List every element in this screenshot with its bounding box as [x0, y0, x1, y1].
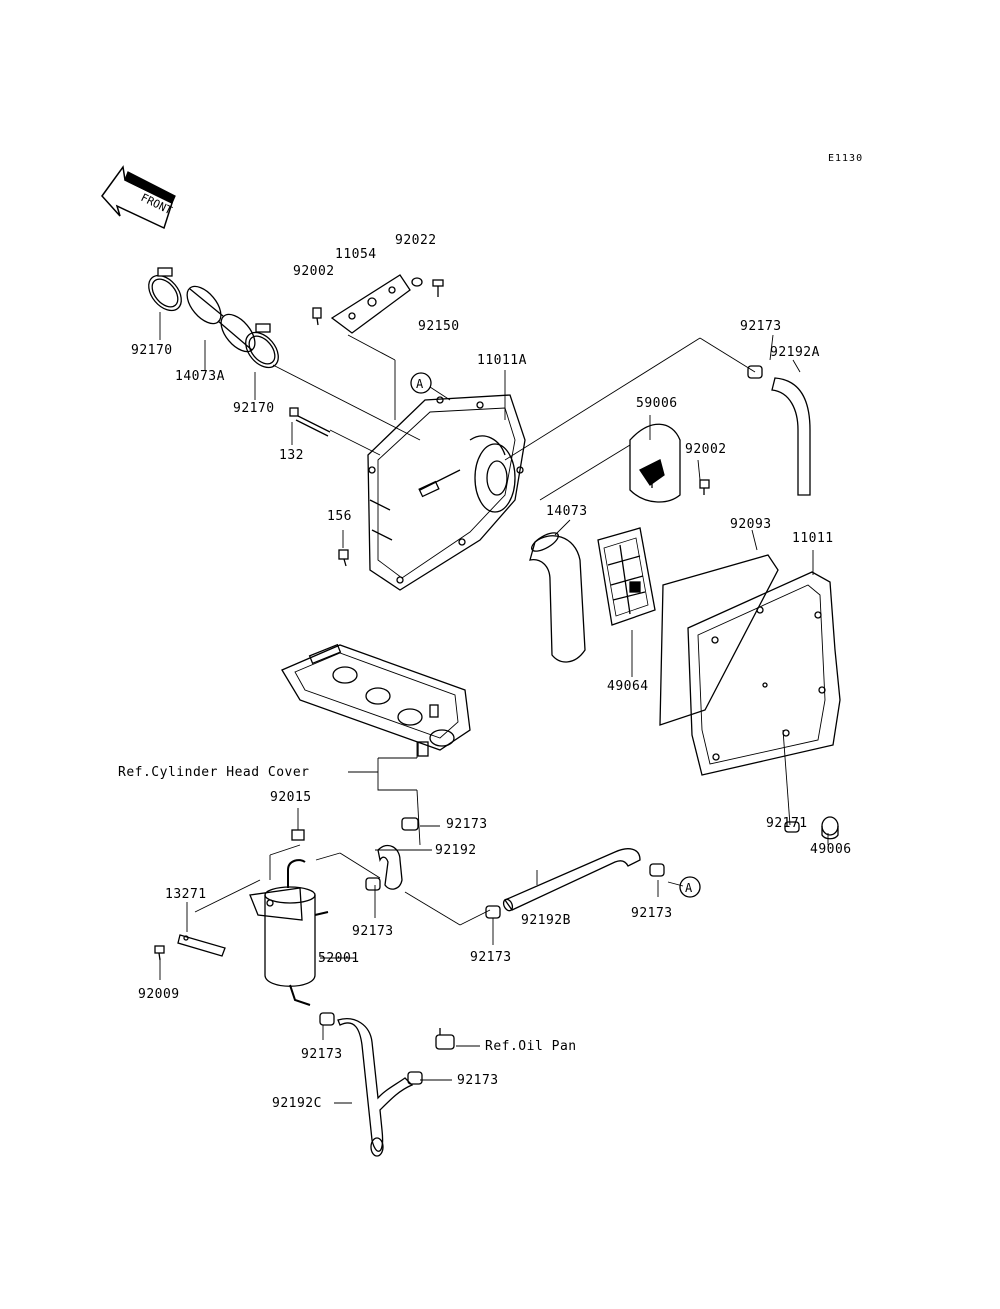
hose-92192b [502, 848, 641, 912]
duct-14073 [529, 532, 586, 663]
clamp-92173-d [649, 863, 665, 877]
label-92170-top: 92170 [131, 343, 173, 358]
clamp-92173-top [747, 365, 763, 379]
label-92173-c: 92173 [470, 950, 512, 965]
label-49006: 49006 [810, 842, 852, 857]
label-92170-mid: 92170 [233, 401, 275, 416]
separator-tank-52001 [249, 859, 329, 1006]
label-14073: 14073 [546, 504, 588, 519]
label-92002-right: 92002 [685, 442, 727, 457]
leader-lines [159, 312, 829, 1104]
svg-text:A: A [416, 377, 424, 391]
fitting-92015 [291, 829, 305, 841]
bracket-13271 [177, 934, 226, 957]
clamp-92173-f [407, 1071, 423, 1085]
washer-92022 [411, 277, 423, 287]
label-92173-f: 92173 [457, 1073, 499, 1088]
screw-92009 [154, 945, 165, 961]
label-92150: 92150 [418, 319, 460, 334]
label-ref-oil-pan: Ref.Oil Pan [485, 1039, 577, 1054]
ref-a-marker-bottom: A [679, 876, 701, 898]
label-13271: 13271 [165, 887, 207, 902]
front-arrow-icon: FRONT [101, 165, 176, 230]
label-92192c: 92192C [272, 1096, 322, 1111]
clamp-92173-e [319, 1012, 335, 1026]
label-92015: 92015 [270, 790, 312, 805]
label-92173-e: 92173 [301, 1047, 343, 1062]
label-14073a: 14073A [175, 369, 225, 384]
clamp-92171 [784, 821, 800, 833]
hose-92192a [771, 377, 811, 496]
diagram-code: E1130 [828, 153, 864, 164]
airbox-cover-11011 [687, 571, 841, 776]
duct-14073a [186, 285, 256, 353]
ref-a-marker-top: A [410, 372, 432, 394]
bolt-92002-right [699, 479, 710, 495]
label-11011: 11011 [792, 531, 834, 546]
label-ref-cylinder-head-cover: Ref.Cylinder Head Cover [118, 765, 310, 780]
label-132: 132 [279, 448, 304, 463]
fitting-cylinder-head [417, 741, 429, 757]
svg-text:A: A [685, 881, 693, 895]
clamp-92173-c [485, 905, 501, 919]
label-92173-b: 92173 [352, 924, 394, 939]
label-92192: 92192 [435, 843, 477, 858]
fitting-oil-pan [435, 1028, 455, 1050]
bolt-92002-top [312, 307, 322, 326]
label-92173-top: 92173 [740, 319, 782, 334]
gasket-92093 [659, 554, 779, 726]
label-92171: 92171 [766, 816, 808, 831]
label-92002-top: 92002 [293, 264, 335, 279]
label-52001: 52001 [318, 951, 360, 966]
cylinder-head-cover [281, 643, 471, 751]
cap-49006 [821, 816, 839, 840]
clamp-92170-top [148, 267, 182, 312]
label-92022: 92022 [395, 233, 437, 248]
filter-element-49064 [597, 527, 656, 626]
hose-92192 [377, 844, 403, 890]
hose-92192c [337, 1018, 414, 1157]
clamp-92173-a [401, 817, 419, 831]
label-156: 156 [327, 509, 352, 524]
label-92173-d: 92173 [631, 906, 673, 921]
screw-92150 [432, 279, 444, 297]
bolt-132 [289, 407, 331, 437]
label-92009: 92009 [138, 987, 180, 1002]
label-11054: 11054 [335, 247, 377, 262]
clamp-92170-mid [245, 323, 279, 369]
bolt-156 [338, 549, 349, 567]
label-92093: 92093 [730, 517, 772, 532]
airbox-housing-11011a [367, 394, 526, 591]
label-92173-a: 92173 [446, 817, 488, 832]
label-92192a: 92192A [770, 345, 820, 360]
label-92192b: 92192B [521, 913, 571, 928]
label-59006: 59006 [636, 396, 678, 411]
label-49064: 49064 [607, 679, 649, 694]
label-11011a: 11011A [477, 353, 527, 368]
clamp-92173-b [365, 877, 381, 891]
bracket-11054 [330, 274, 411, 334]
cover-59006 [629, 423, 681, 503]
